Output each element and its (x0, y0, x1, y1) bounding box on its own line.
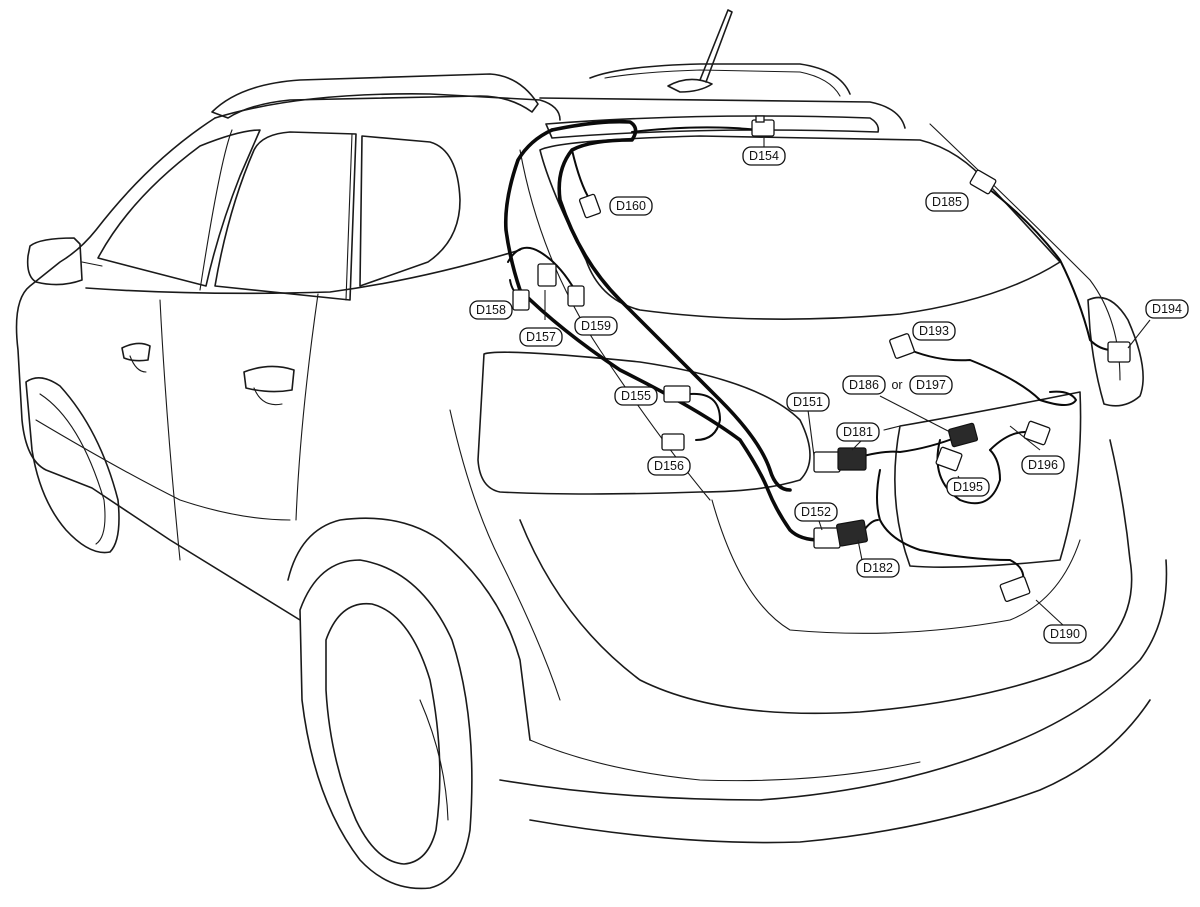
d151-label-tag: D151 (786, 392, 830, 412)
d159-connector-icon (567, 285, 585, 307)
d181-connector-icon (837, 447, 867, 471)
d185-connector-icon (969, 169, 997, 195)
d157-connector-icon (537, 263, 557, 287)
d197-label-box (909, 375, 953, 395)
d155-connector-icon (663, 385, 691, 403)
d157-label-box (519, 327, 563, 347)
d152-label-box (794, 502, 838, 522)
d154-label-tag: D154 (742, 146, 786, 166)
d151-label-text: D151 (793, 395, 823, 409)
d160-label-tag: D160 (609, 196, 653, 216)
d182-label-text: D182 (863, 561, 893, 575)
d159-label-tag: D159 (574, 316, 618, 336)
d197-label-tag: D197 (909, 375, 953, 395)
d156-label-box (647, 456, 691, 476)
d186-label-tag: D186 (842, 375, 886, 395)
d193-label-text: D193 (919, 324, 949, 338)
d156-label-text: D156 (654, 459, 684, 473)
d194-label-tag: D194 (1145, 299, 1189, 319)
d156-label-tag: D156 (647, 456, 691, 476)
d195-label-text: D195 (953, 480, 983, 494)
d152-label-text: D152 (801, 505, 831, 519)
d160-label-box (609, 196, 653, 216)
d190-label-tag: D190 (1043, 624, 1087, 644)
d154-label-text: D154 (749, 149, 779, 163)
d195-label-tag: D195 (946, 477, 990, 497)
d158-label-text: D158 (476, 303, 506, 317)
d151-label-box (786, 392, 830, 412)
d181-label-text: D181 (843, 425, 873, 439)
d160-label-text: D160 (616, 199, 646, 213)
d155-label-tag: D155 (614, 386, 658, 406)
d186-label-box (842, 375, 886, 395)
d185-label-box (925, 192, 969, 212)
or-text: or (891, 378, 902, 392)
d157-label-tag: D157 (519, 327, 563, 347)
d193-connector-icon (889, 333, 915, 359)
d160-connector-icon (578, 193, 602, 219)
connector-bodies (512, 115, 1131, 602)
vehicle-body (15, 9, 1168, 890)
d181-label-tag: D181 (836, 422, 880, 442)
d152-label-tag: D152 (794, 502, 838, 522)
d196-label-tag: D196 (1021, 455, 1065, 475)
d181-label-box (836, 422, 880, 442)
d194-connector-icon (1107, 341, 1131, 363)
d154-connector-icon (751, 115, 775, 137)
d185-label-tag: D185 (925, 192, 969, 212)
d155-label-box (614, 386, 658, 406)
d152-connector-icon (813, 527, 841, 549)
d151-connector-icon (813, 451, 841, 473)
d185-label-text: D185 (932, 195, 962, 209)
d190-connector-icon (999, 576, 1031, 602)
d196-connector-icon (1023, 420, 1051, 446)
d186-label-text: D186 (849, 378, 879, 392)
d182-label-tag: D182 (856, 558, 900, 578)
d197-label-text: D197 (916, 378, 946, 392)
d158-label-box (469, 300, 513, 320)
d190-label-text: D190 (1050, 627, 1080, 641)
d196-label-text: D196 (1028, 458, 1058, 472)
d159-label-text: D159 (581, 319, 611, 333)
d193-label-box (912, 321, 956, 341)
d182-connector-icon (836, 519, 868, 547)
d182-label-box (856, 558, 900, 578)
d158-label-tag: D158 (469, 300, 513, 320)
d193-label-tag: D193 (912, 321, 956, 341)
d195-connector-icon (935, 446, 963, 472)
d186-connector-icon (947, 422, 979, 448)
d190-label-box (1043, 624, 1087, 644)
d155-label-text: D155 (621, 389, 651, 403)
d154-label-box (742, 146, 786, 166)
wire-harness (503, 119, 1113, 591)
d194-label-box (1145, 299, 1189, 319)
d194-label-text: D194 (1152, 302, 1182, 316)
d159-label-box (574, 316, 618, 336)
d157-label-text: D157 (526, 330, 556, 344)
d156-connector-icon (661, 433, 685, 451)
d196-label-box (1021, 455, 1065, 475)
d195-label-box (946, 477, 990, 497)
d158-connector-icon (512, 289, 530, 311)
